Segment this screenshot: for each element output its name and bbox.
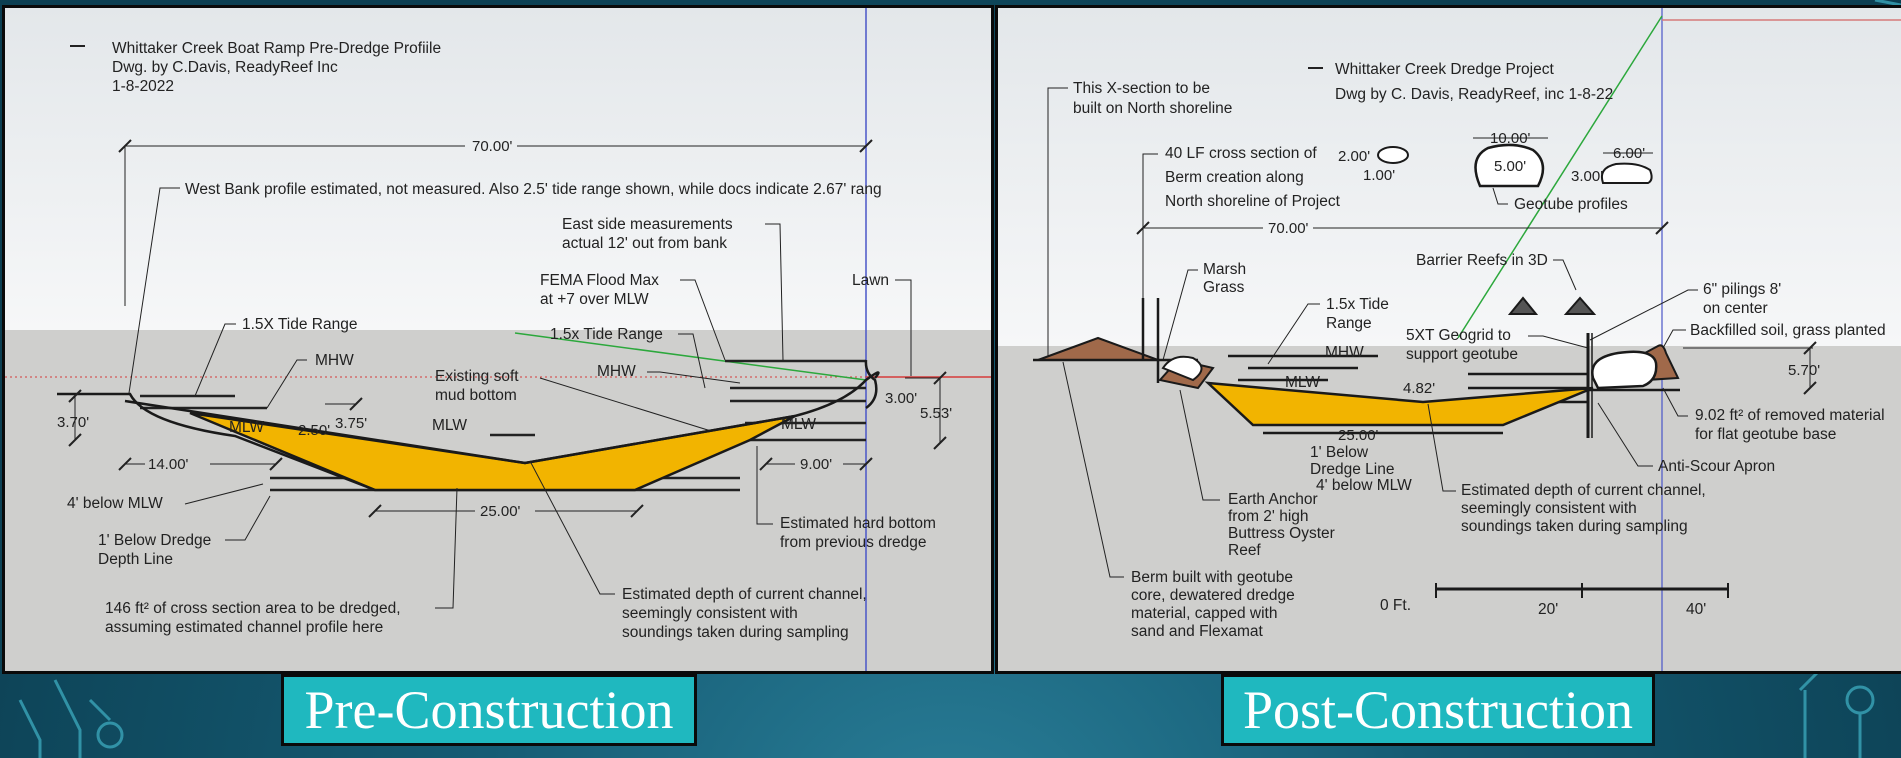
pre-title-line-1: Whittaker Creek Boat Ramp Pre-Dredge Pro… [112,40,441,57]
post-below-dredge-1: 1' Below [1310,444,1369,461]
post-lf-3: North shoreline of Project [1165,193,1341,210]
post-xsection-1: This X-section to be [1073,80,1210,97]
pre-hard-bottom-1: Estimated hard bottom [780,515,936,532]
post-tide-1: 1.5x Tide [1326,296,1389,313]
post-below-mlw: 4' below MLW [1316,477,1412,494]
post-geogrid-1: 5XT Geogrid to [1406,327,1511,344]
pre-existing-1: Existing soft [435,368,519,385]
post-removed-2: for flat geotube base [1695,426,1836,443]
pre-mhw-right: MHW [597,363,636,380]
pre-title-line-2: Dwg. by C.Davis, ReadyReef Inc [112,59,338,76]
post-backfill: Backfilled soil, grass planted [1690,322,1886,339]
post-title-line-2: Dwg by C. Davis, ReadyReef, inc 1-8-22 [1335,86,1613,103]
post-est-depth-3: soundings taken during sampling [1461,518,1688,535]
post-mlw: MLW [1285,374,1320,391]
post-berm-1: Berm built with geotube [1131,569,1293,586]
pre-construction-banner: Pre-Construction [281,674,697,746]
pre-dim-25: 25.00' [480,503,521,520]
pre-area-2: assuming estimated channel profile here [105,619,383,636]
post-berm-4: sand and Flexamat [1131,623,1264,640]
post-geo-5: 5.00' [1494,158,1526,175]
post-xsection-2: built on North shoreline [1073,100,1232,117]
post-anti-scour: Anti-Scour Apron [1658,458,1775,475]
pre-mlw-left: MLW [229,419,264,436]
post-pilings-1: 6" pilings 8' [1703,281,1781,298]
pre-dim-2-50: 2.50' [298,422,330,439]
post-marsh-2: Grass [1203,279,1245,296]
pre-below-mlw: 4' below MLW [67,495,163,512]
pre-dim-3-00: 3.00' [885,390,917,407]
post-dim-70: 70.00' [1268,220,1309,237]
post-anchor-2: from 2' high [1228,508,1309,525]
pre-construction-panel: Whittaker Creek Boat Ramp Pre-Dredge Pro… [2,5,994,674]
pre-est-depth-3: soundings taken during sampling [622,624,849,641]
post-mhw: MHW [1325,344,1364,361]
post-berm-3: material, capped with [1131,605,1277,622]
pre-est-depth-2: seemingly consistent with [622,605,798,622]
pre-dim-70: 70.00' [472,138,513,155]
pre-dim-3-70: 3.70' [57,414,89,431]
post-tide-2: Range [1326,315,1372,332]
post-geo-6: 6.00' [1613,145,1645,162]
post-construction-diagram: Whittaker Creek Dredge Project Dwg by C.… [998,8,1901,671]
post-anchor-1: Earth Anchor [1228,491,1318,508]
pre-dim-3-75: 3.75' [335,415,367,432]
pre-lawn: Lawn [852,272,889,289]
post-geogrid-2: support geotube [1406,346,1518,363]
pre-east-note-2: actual 12' out from bank [562,235,727,252]
pre-west-bank-note: West Bank profile estimated, not measure… [185,181,882,198]
pre-est-depth-1: Estimated depth of current channel, [622,586,867,603]
pre-tide-right: 1.5x Tide Range [550,326,663,343]
post-geo-2: 2.00' [1338,148,1370,165]
post-dim-5-70: 5.70' [1788,362,1820,379]
pre-dim-9: 9.00' [800,456,832,473]
post-below-dredge-2: Dredge Line [1310,461,1394,478]
post-removed-1: 9.02 ft² of removed material [1695,407,1885,424]
post-construction-banner: Post-Construction [1221,674,1655,746]
pre-dredge-diagram: Whittaker Creek Boat Ramp Pre-Dredge Pro… [5,8,991,671]
pre-fema-2: at +7 over MLW [540,291,649,308]
post-est-depth-1: Estimated depth of current channel, [1461,482,1706,499]
post-geo-10: 10.00' [1490,130,1531,147]
post-geo-3: 3.00' [1571,168,1603,185]
post-marsh-1: Marsh [1203,261,1246,278]
post-dim-4-82: 4.82' [1403,380,1435,397]
pre-dim-14: 14.00' [148,456,189,473]
post-berm-2: core, dewatered dredge [1131,587,1295,604]
post-dim-25: 25.00' [1338,427,1379,444]
pre-mhw-left: MHW [315,352,354,369]
post-title-line-1: Whittaker Creek Dredge Project [1335,61,1554,78]
post-anchor-3: Buttress Oyster [1228,525,1335,542]
post-scale-20: 20' [1538,601,1558,618]
post-anchor-4: Reef [1228,542,1261,559]
post-scale-40: 40' [1686,601,1706,618]
post-geo-1: 1.00' [1363,167,1395,184]
post-barrier: Barrier Reefs in 3D [1416,252,1548,269]
post-scale-0: 0 Ft. [1380,597,1411,614]
pre-mlw-mid: MLW [432,417,467,434]
post-lf-2: Berm creation along [1165,169,1304,186]
pre-existing-2: mud bottom [435,387,517,404]
pre-area-1: 146 ft² of cross section area to be dred… [105,600,401,617]
pre-fema-1: FEMA Flood Max [540,272,659,289]
pre-tide-left: 1.5X Tide Range [242,316,357,333]
pre-below-dredge-2: Depth Line [98,551,173,568]
pre-mlw-right: MLW [781,416,816,433]
post-est-depth-2: seemingly consistent with [1461,500,1637,517]
post-geotube-profiles: Geotube profiles [1514,196,1628,213]
pre-east-note-1: East side measurements [562,216,733,233]
pre-hard-bottom-2: from previous dredge [780,534,926,551]
pre-title-line-3: 1-8-2022 [112,78,174,95]
post-pilings-2: on center [1703,300,1768,317]
pre-dim-5-53: 5.53' [920,405,952,422]
post-construction-panel: Whittaker Creek Dredge Project Dwg by C.… [995,5,1901,674]
post-lf-1: 40 LF cross section of [1165,145,1317,162]
pre-below-dredge-1: 1' Below Dredge [98,532,211,549]
